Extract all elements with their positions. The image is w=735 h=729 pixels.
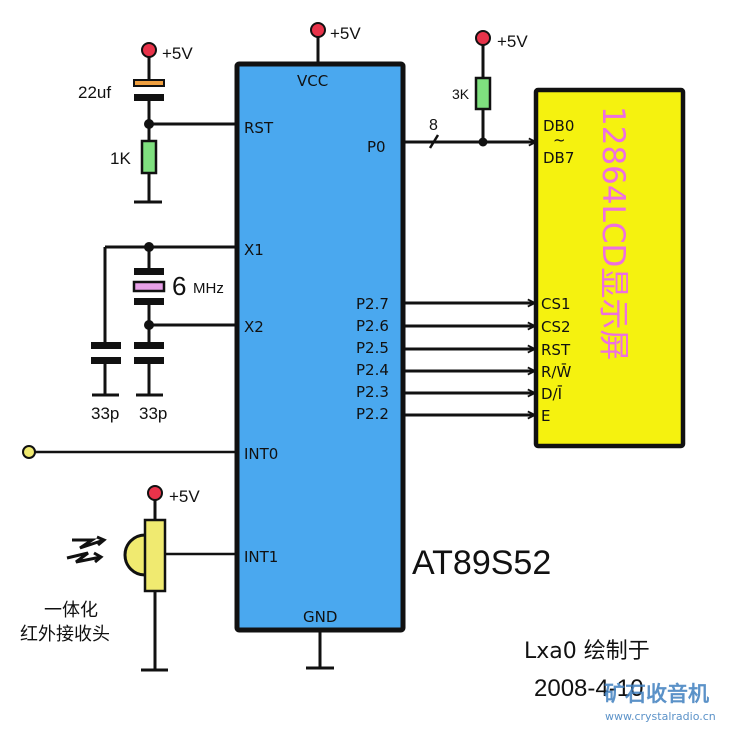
label-1k: 1K <box>110 149 131 168</box>
pin-p0: P0 <box>367 138 386 156</box>
lcd-rst: RST <box>541 341 571 359</box>
watermark-url: www.crystalradio.cn <box>605 710 716 723</box>
credit-date: 2008-4-10 <box>534 675 643 702</box>
pin-p22: P2.2 <box>356 405 389 423</box>
power-label-p0: +5V <box>497 32 528 51</box>
lcd-di: D/Ī <box>541 385 563 403</box>
pin-int0: INT0 <box>244 445 278 463</box>
credit-author: Lxa0 绘制于 <box>524 639 650 664</box>
label-3k: 3K <box>452 86 470 102</box>
lcd-title: 12864LCD显示屏 <box>595 106 631 360</box>
lcd-body <box>533 87 686 449</box>
pin-vcc: VCC <box>297 72 328 90</box>
crystal-freq: 6 <box>172 271 186 301</box>
mcu-name: AT89S52 <box>412 544 551 582</box>
label-33p-2: 33p <box>139 404 167 423</box>
pin-int1: INT1 <box>244 548 278 566</box>
lcd-cs1: CS1 <box>541 295 571 313</box>
power-label-vcc: +5V <box>330 24 361 43</box>
lcd-rw: R/W̄ <box>541 362 571 381</box>
resistor-3k <box>474 76 492 111</box>
bus-slash-icon <box>428 134 440 149</box>
pin-p26: P2.6 <box>356 317 389 335</box>
capacitor-22uf <box>133 79 165 87</box>
power-label-ir: +5V <box>169 487 200 506</box>
pin-p23: P2.3 <box>356 383 389 401</box>
label-33p-1: 33p <box>91 404 119 423</box>
power-terminal-ir <box>147 485 163 501</box>
power-terminal-p0 <box>475 30 491 46</box>
bus-width: 8 <box>429 117 438 134</box>
ir-label-line2: 红外接收头 <box>20 624 110 645</box>
ir-label-line1: 一体化 <box>44 600 98 621</box>
crystal-6mhz <box>132 280 166 293</box>
ir-lens-icon <box>123 533 146 577</box>
pin-p27: P2.7 <box>356 295 389 313</box>
mcu-body <box>234 61 406 633</box>
pin-gnd: GND <box>303 608 337 626</box>
lcd-e: E <box>541 407 550 425</box>
ir-signal-icon <box>66 535 107 564</box>
pin-p24: P2.4 <box>356 361 389 379</box>
ir-receiver <box>143 518 167 593</box>
lcd-cs2: CS2 <box>541 318 571 336</box>
label-22uf: 22uf <box>78 83 111 102</box>
capacitor-33p-1 <box>91 342 121 349</box>
lcd-tilde: ~ <box>553 131 566 149</box>
pin-x1: X1 <box>244 241 264 259</box>
lcd-db0: DB0 <box>543 117 574 135</box>
capacitor-33p-2 <box>134 342 164 349</box>
power-terminal-vcc <box>310 22 326 38</box>
pin-x2: X2 <box>244 318 264 336</box>
watermark-title: 矿石收音机 <box>604 682 709 706</box>
resistor-1k <box>140 139 158 175</box>
lcd-db7: DB7 <box>543 149 574 167</box>
pin-p25: P2.5 <box>356 339 389 357</box>
power-terminal-rst <box>141 42 157 58</box>
crystal-unit: MHz <box>193 280 224 297</box>
int0-input-terminal <box>22 445 36 459</box>
pin-rst: RST <box>244 119 274 137</box>
power-label-rst: +5V <box>162 44 193 63</box>
